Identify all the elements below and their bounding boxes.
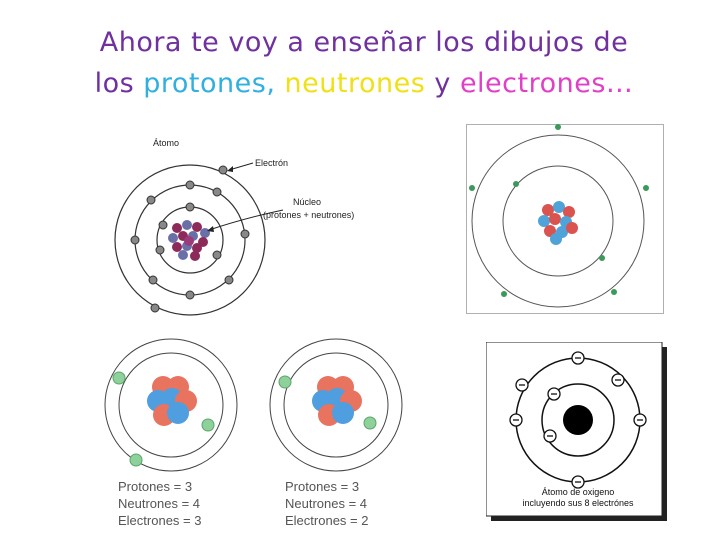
orbit-outer (104, 338, 238, 472)
caption-electrones: Electrones = 2 (285, 513, 369, 528)
slide-title: Ahora te voy a enseñar los dibujos de lo… (0, 22, 728, 104)
label-atomo: Átomo (153, 138, 179, 148)
orbit-outer (269, 338, 403, 472)
arrowhead-nucleo (207, 226, 214, 232)
orbit-inner (541, 383, 615, 457)
nucleus (168, 220, 210, 261)
title-line-2: los protones, neutrones y electrones… (0, 63, 728, 104)
title-line-1: Ahora te voy a enseñar los dibujos de (99, 27, 629, 58)
caption-electrones: Electrones = 3 (118, 513, 202, 528)
caption-protones: Protones = 3 (118, 479, 193, 494)
atom-diagram-labeled: Átomo Electrón Núcleo (protones + neutro… (114, 138, 354, 316)
atom-diagram-oxygen: Átomo de oxigeno incluyendo sus 8 electr… (486, 342, 667, 521)
caption-atom-2-electrons: Protones = 3 Neutrones = 4 Electrones = … (285, 478, 368, 529)
caption-line-1: Átomo de oxigeno (542, 487, 615, 497)
electrons (112, 371, 215, 467)
nucleus (538, 201, 578, 245)
caption-neutrones: Neutrones = 4 (118, 496, 201, 511)
label-electron: Electrón (255, 158, 288, 168)
arrow-nucleo (208, 209, 284, 231)
orbit-outer (471, 134, 645, 308)
electrons (509, 351, 647, 489)
electrons (469, 124, 649, 297)
title-word-electrones: electrones… (459, 68, 634, 99)
title-word-los: los (94, 68, 135, 99)
atom-diagram-framed (466, 124, 664, 314)
orbit-outer (114, 164, 266, 316)
electrons (130, 165, 250, 313)
electrons (278, 375, 377, 430)
caption-protones: Protones = 3 (285, 479, 360, 494)
arrowhead-electron (227, 166, 233, 172)
caption-line-2: incluyendo sus 8 electrónes (522, 498, 634, 508)
title-word-y: y (434, 68, 451, 99)
caption-atom-3-electrons: Protones = 3 Neutrones = 4 Electrones = … (118, 478, 201, 529)
title-word-protones: protones, (143, 68, 276, 99)
label-nucleo-sub: (protones + neutrones) (263, 210, 354, 220)
atom-diagram-3-electrons (104, 338, 238, 472)
nucleus (147, 376, 197, 426)
label-nucleo: Núcleo (293, 197, 321, 207)
orbit-inner (283, 352, 389, 458)
nucleus (312, 376, 362, 426)
title-word-neutrones: neutrones (284, 68, 426, 99)
orbit-inner (118, 352, 224, 458)
caption-neutrones: Neutrones = 4 (285, 496, 368, 511)
orbit-inner (502, 165, 614, 277)
nucleus (563, 405, 593, 435)
atom-diagram-2-electrons (269, 338, 403, 472)
